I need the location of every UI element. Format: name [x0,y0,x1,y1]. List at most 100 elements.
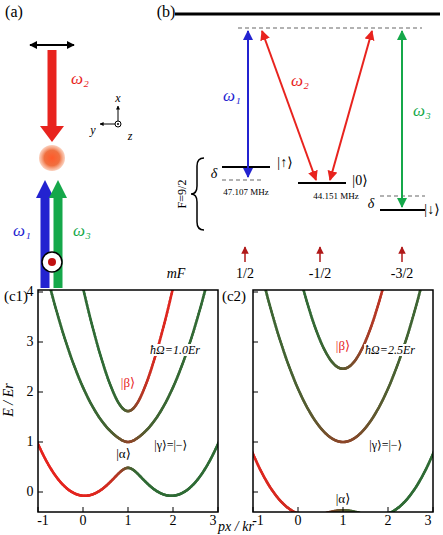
band-curve [62,484,66,487]
band-curve [359,431,363,434]
band-curve [61,482,65,486]
tick-label: 1 [340,514,347,528]
band-curve [321,429,324,433]
band-curve [60,481,63,485]
tick [38,507,39,512]
tick [38,442,43,443]
band-curve [187,487,190,490]
tick [128,507,129,512]
band-curve [361,429,364,433]
band-curve [136,472,140,475]
tick [38,392,43,393]
tick [173,507,174,512]
spin-arrow [244,247,246,262]
band-curve [146,482,149,485]
band-curve [108,429,111,433]
beam-arrow [49,180,67,198]
tick-label: 1 [125,514,132,528]
tick-label: -1 [252,514,264,528]
band-curve [146,427,149,431]
band-curve [135,471,138,474]
figure-label: 44.151 MHz [313,192,359,201]
band-curves [38,290,218,496]
band-curve [134,471,138,474]
band-curve [351,361,354,365]
band-curve [115,473,119,477]
band-curve [131,407,134,410]
band-curve [113,476,116,480]
figure-label: px / kr [218,520,254,534]
detuned-level [222,179,262,181]
tick [343,507,344,512]
band-curve [400,503,404,506]
state-label: |γ⟩=|−⟩ [368,439,403,451]
figure-label: ω₂ [71,70,89,87]
band-curve [350,362,354,366]
band-curve [130,408,134,411]
band-curve [104,485,107,488]
band-curve [107,428,111,432]
figure-label: -3/2 [391,267,414,281]
band-curve [282,502,285,505]
band-curve [116,472,120,475]
tick [253,507,254,512]
band-curve [109,430,113,433]
figure-label: |↑⟩ [277,156,292,170]
band-curve [403,500,406,504]
figure-label: x [115,92,120,104]
band-curve [142,431,145,434]
tick [388,507,389,512]
level [298,182,346,184]
figure-label: y [90,124,95,136]
tick [253,342,258,343]
state-label: |γ⟩=|−⟩ [153,439,188,451]
beam-arrow [48,50,57,128]
band-curve [108,480,111,483]
band-curve [145,428,149,432]
figure-label: (b) [157,4,176,20]
state-label: |β⟩ [120,376,136,389]
band-curve [142,478,145,482]
band-curve [360,430,363,434]
tick [253,292,258,293]
band-curve [192,482,195,486]
tick-label: 3 [27,335,34,349]
band-curve [399,504,402,507]
brace [191,158,204,230]
figure-label: z [128,130,133,142]
level [222,166,270,168]
band-curve [188,486,192,489]
figure-label: |↓⟩ [424,203,439,217]
band-curve [112,477,116,481]
band-curve [110,431,114,434]
plot-frame [38,290,218,512]
state-label: ħΩ=1.0Er [149,344,201,356]
band-curve [141,432,145,435]
figure-label: -1/2 [309,267,332,281]
band-curves [253,290,433,512]
band-curve [141,477,145,481]
band-curve [322,430,325,434]
transition-arrow [247,31,249,177]
tick [218,507,219,512]
band-curve [331,361,334,365]
band-curve [110,479,114,483]
figure-label: F=9/2 [176,180,188,209]
band-curve [106,427,110,431]
figure-label: |0⟩ [352,174,367,188]
tick [38,342,43,343]
figure-label: ω₁ [223,87,241,104]
spin-arrow [401,247,403,262]
spin-arrow [319,247,321,262]
band-curve [137,473,140,477]
band-curve [143,430,147,433]
atom-cloud [39,145,65,171]
band-curve [358,432,361,435]
band-curve [144,480,147,483]
figure-label: δ [368,197,375,211]
figure-label: E / Er [2,383,16,416]
band-curve [189,485,192,488]
band-curve [402,501,405,505]
